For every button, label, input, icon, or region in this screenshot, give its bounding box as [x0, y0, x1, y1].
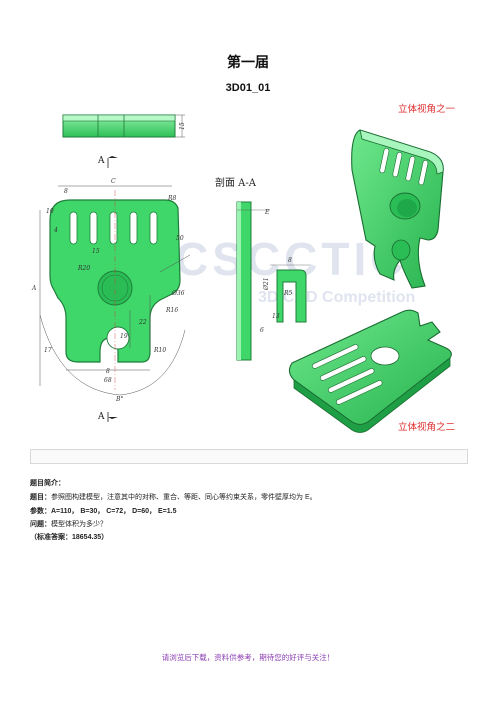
front-view-dimensions: C 8 10 4 R8 50 R20 A 15 Ø36 R16 22 19 17…	[31, 178, 185, 403]
svg-text:15: 15	[92, 248, 100, 255]
svg-text:8: 8	[288, 257, 292, 264]
section-marker-bottom: A	[97, 412, 118, 422]
svg-text:4: 4	[53, 227, 58, 234]
svg-text:R20: R20	[77, 265, 90, 272]
svg-text:B°: B°	[115, 396, 123, 403]
front-view	[39, 185, 191, 396]
footer-note: 请浏览后下载，资料供参考，期待您的好评与关注！	[161, 653, 335, 662]
svg-text:R8: R8	[167, 195, 177, 202]
section-label: 剖面 A-A	[215, 176, 257, 189]
svg-text:C: C	[111, 178, 116, 185]
question-line: 问题：模型体积为多少？	[30, 521, 107, 528]
svg-text:10: 10	[46, 208, 54, 215]
svg-text:68: 68	[104, 377, 112, 384]
svg-text:8: 8	[64, 188, 68, 195]
problem-line: 题目：参照图构建模型，注意其中的对称、重合、等距、同心等约束关系，零件壁厚均为 …	[30, 494, 317, 501]
svg-text:50: 50	[176, 235, 184, 242]
top-view: 15	[62, 114, 186, 138]
iso-label-1: 立体视角之一	[398, 103, 456, 115]
intro-heading: 题目简介：	[30, 480, 65, 487]
svg-text:R5: R5	[283, 290, 293, 297]
page-title: 第一届	[227, 54, 269, 70]
svg-text:15: 15	[179, 122, 186, 130]
svg-text:A: A	[31, 285, 37, 292]
section-marker-top: A	[97, 156, 118, 168]
engineering-drawing: CSCCTIC 3D CAD Competition 15 A A	[31, 103, 456, 433]
svg-text:Ø21: Ø21	[263, 277, 270, 291]
svg-text:6: 6	[260, 327, 264, 334]
svg-text:A: A	[97, 156, 105, 166]
iso-view-1	[351, 129, 444, 289]
answer-line: （标准答案：18654.35）	[30, 534, 109, 541]
divider-bar	[30, 449, 468, 464]
svg-text:R10: R10	[153, 347, 166, 354]
iso-label-2: 立体视角之二	[398, 421, 455, 433]
params-line: 参数：A=110， B=30， C=72， D=60， E=1.5	[30, 508, 177, 515]
svg-text:A: A	[97, 412, 105, 422]
svg-text:13: 13	[272, 313, 280, 320]
section-view: E 8 Ø21 R5 13 6	[236, 201, 310, 361]
svg-text:17: 17	[44, 347, 52, 354]
svg-text:R16: R16	[165, 307, 178, 314]
svg-text:8: 8	[106, 368, 110, 375]
svg-text:22: 22	[138, 319, 147, 326]
iso-view-2	[288, 309, 452, 433]
svg-text:19: 19	[120, 333, 128, 340]
problem-code: 3D01_01	[225, 82, 271, 94]
svg-text:Ø36: Ø36	[171, 290, 185, 297]
svg-text:E: E	[264, 209, 270, 216]
